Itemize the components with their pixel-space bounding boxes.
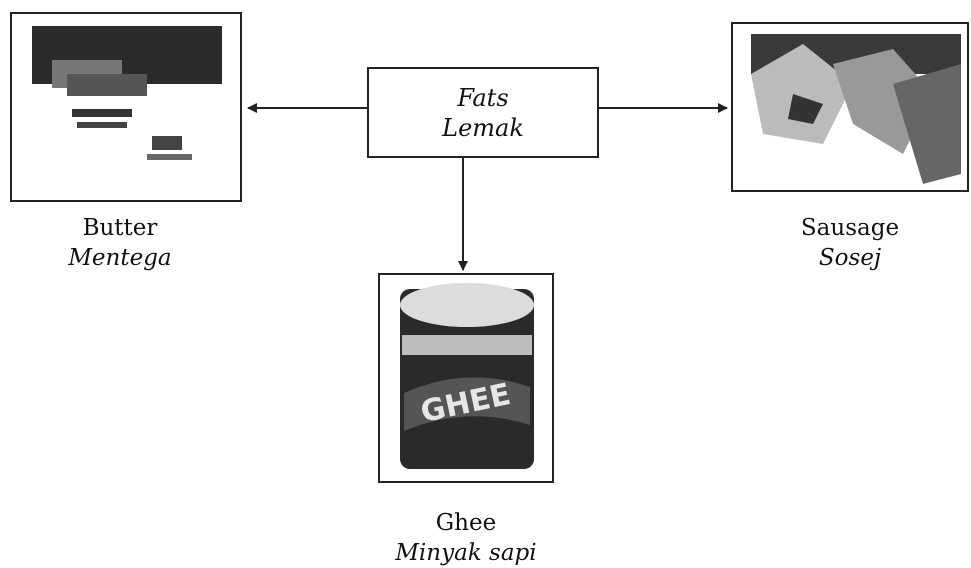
ghee-malay: Minyak sapi bbox=[395, 540, 537, 566]
sausage-image bbox=[733, 24, 967, 190]
butter-english: Butter bbox=[82, 215, 158, 241]
fats-box: Fats Lemak bbox=[367, 67, 599, 158]
sausage-photo bbox=[731, 22, 969, 192]
butter-caption: Butter Mentega bbox=[20, 213, 220, 273]
sausage-malay: Sosej bbox=[818, 245, 882, 271]
center-label-english: Fats bbox=[457, 83, 509, 112]
butter-malay: Mentega bbox=[68, 245, 172, 271]
ghee-photo: GHEE bbox=[378, 273, 554, 483]
butter-image bbox=[12, 14, 240, 200]
ghee-english: Ghee bbox=[435, 510, 497, 536]
ghee-image: GHEE bbox=[380, 275, 552, 481]
ghee-caption: Ghee Minyak sapi bbox=[366, 508, 566, 568]
butter-photo bbox=[10, 12, 242, 202]
center-label-malay: Lemak bbox=[442, 113, 524, 142]
sausage-english: Sausage bbox=[800, 215, 900, 241]
sausage-caption: Sausage Sosej bbox=[750, 213, 950, 273]
